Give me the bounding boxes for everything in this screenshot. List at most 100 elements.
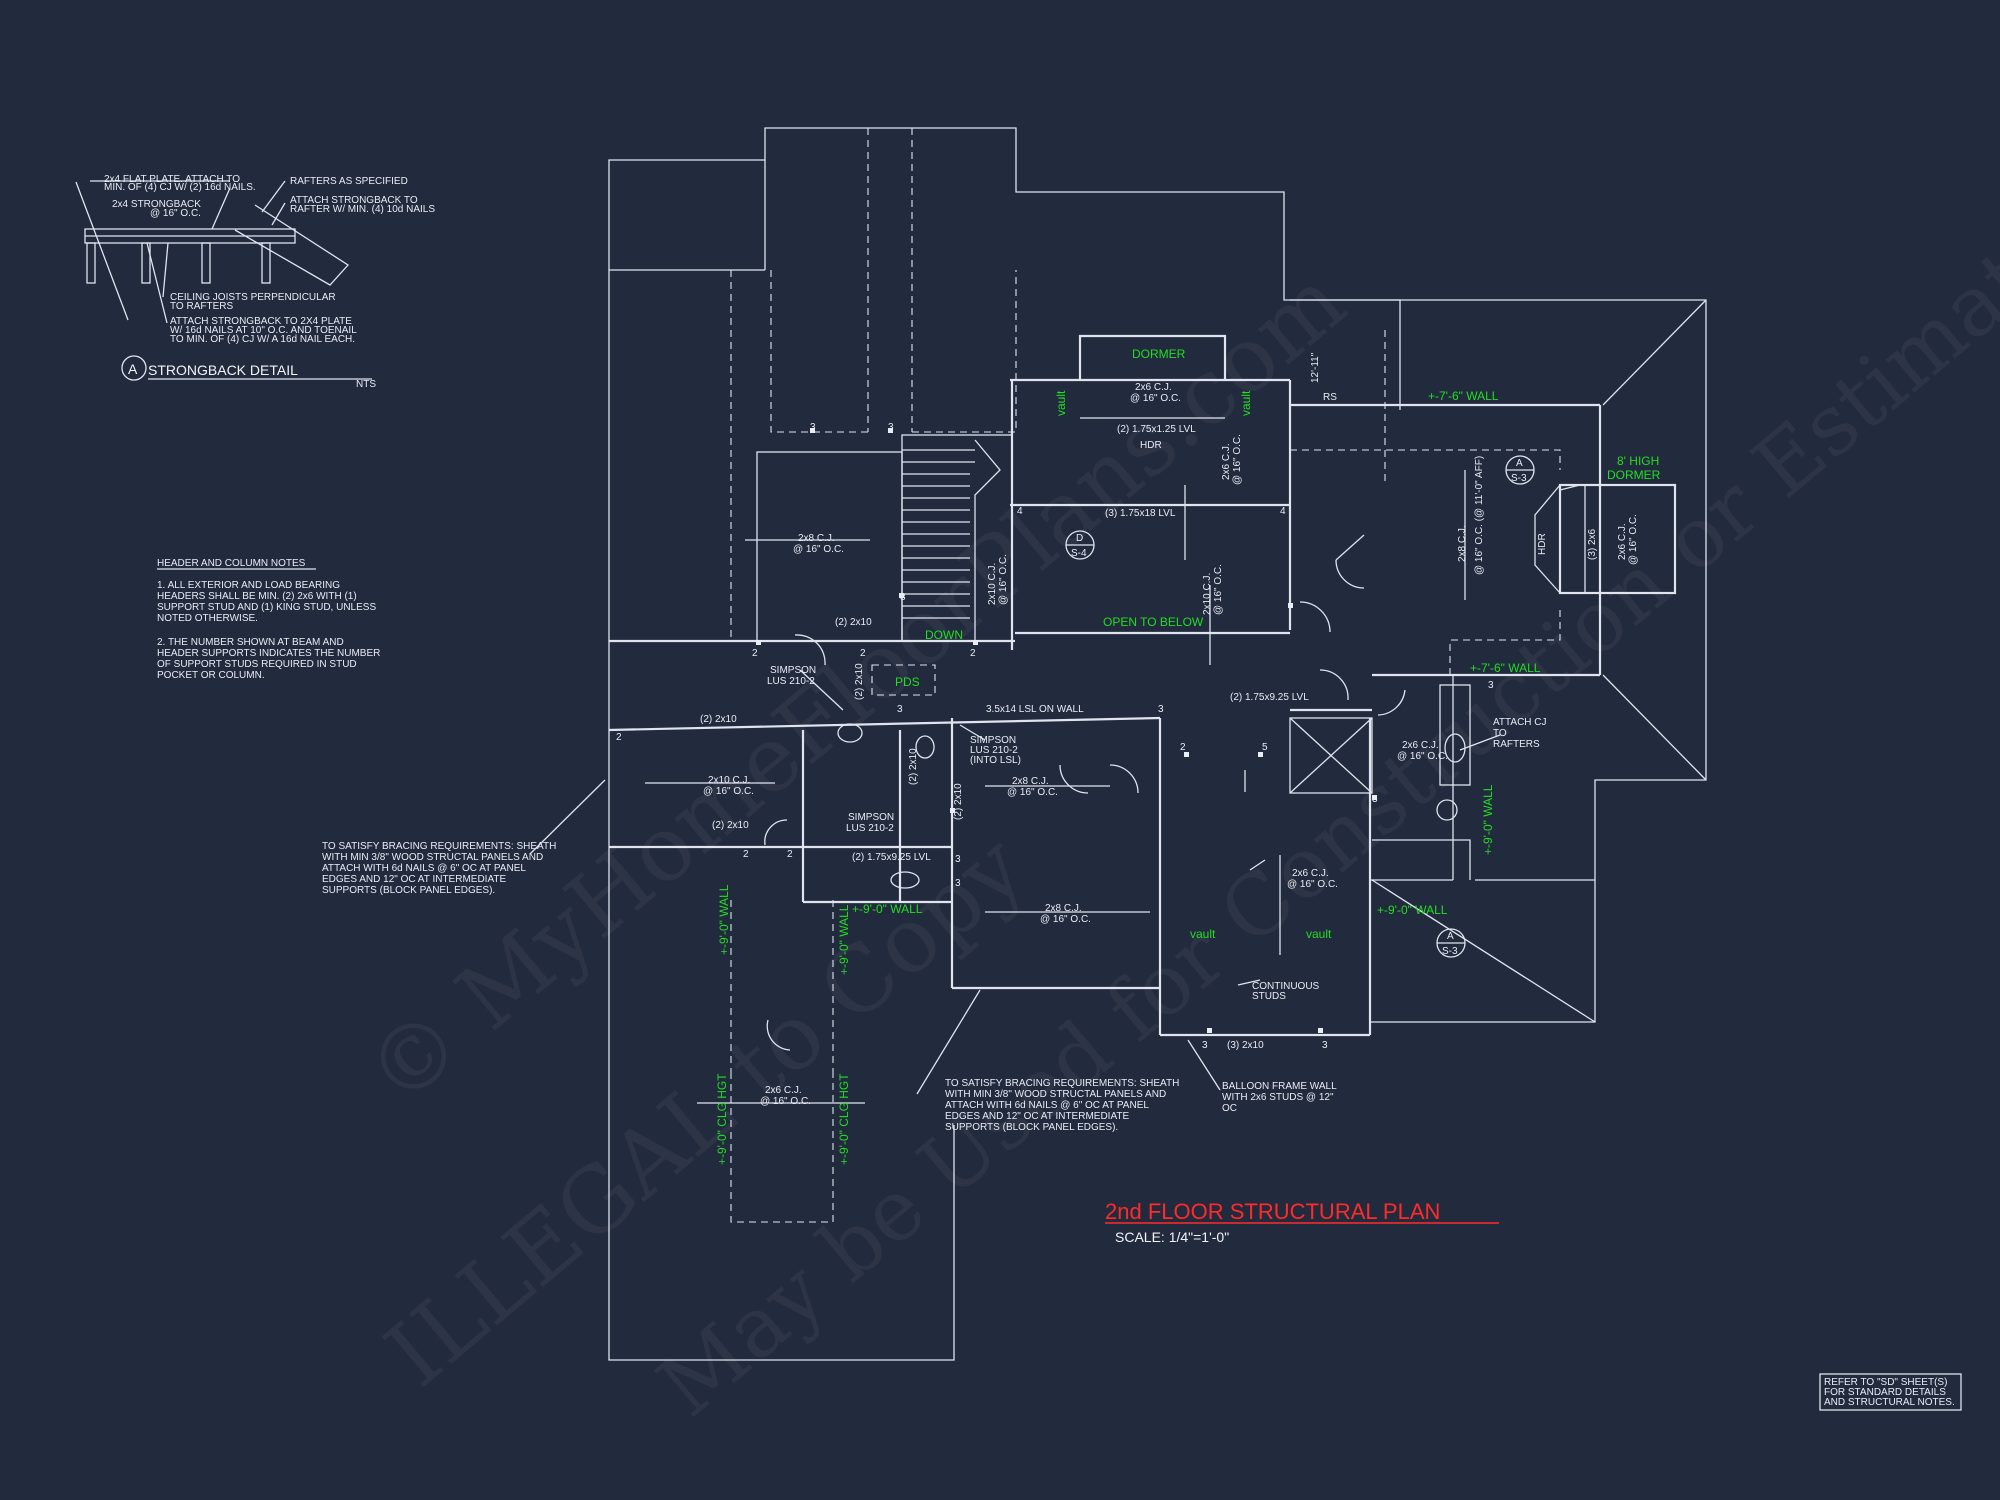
label-wall-90-right: +-9'-0" WALL	[1377, 903, 1448, 917]
header-note1-line3: SUPPORT STUD AND (1) KING STUD, UNLESS	[157, 602, 376, 613]
hdr-2x10-top: (2) 2x10	[835, 617, 872, 628]
detail-title: STRONGBACK DETAIL	[148, 362, 298, 378]
bracing-center-1: TO SATISFY BRACING REQUIREMENTS: SHEATH	[945, 1078, 1179, 1089]
refer-note-3: AND STRUCTURAL NOTES.	[1824, 1397, 1955, 1408]
cj-oc-vertical: @ 16" O.C.	[1232, 434, 1243, 485]
cj-2x8-left-room: 2x8 C.J.	[798, 533, 835, 544]
hdr-3-2x6: (3) 2x6	[1587, 528, 1598, 560]
bracing-left-2: WITH MIN 3/8" WOOD STRUCTAL PANELS AND	[322, 852, 543, 863]
header-note1-line4: NOTED OTHERWISE.	[157, 613, 258, 624]
cj-2x8-lower: 2x8 C.J.	[1045, 903, 1082, 914]
cj-oc-lower-left: @ 16" O.C.	[760, 1096, 811, 1107]
dim-12-11: 12'-11"	[1310, 352, 1321, 383]
lsl-on-wall: 3.5x14 LSL ON WALL	[986, 704, 1084, 715]
cj-oc-dormer-right: @ 16" O.C.	[1628, 514, 1639, 565]
section-d-sheet: S-4	[1071, 548, 1087, 559]
section-a1-sheet: S-3	[1511, 473, 1527, 484]
refer-note-1: REFER TO "SD" SHEET(S)	[1824, 1377, 1947, 1388]
label-wall-90-vertical-center: +-9'-0" WALL	[837, 904, 851, 975]
attach-cj-2: TO	[1493, 728, 1507, 739]
detail-marker-circle	[121, 355, 147, 381]
section-a2-sheet: S-3	[1442, 946, 1458, 957]
balloon-frame-3: OC	[1222, 1103, 1237, 1114]
cj-oc-center: @ 16" O.C.	[1007, 787, 1058, 798]
label-wall-76-top: +-7'-6" WALL	[1428, 389, 1499, 403]
bracing-left-3: ATTACH WITH 6d NAILS @ 6" OC AT PANEL	[322, 863, 526, 874]
strongback-note-plate-c: TO MIN. OF (4) CJ W/ A 16d NAIL EACH.	[170, 334, 355, 345]
cj-2x10-stair: 2x10 C.J.	[987, 563, 998, 605]
section-a2-letter: A	[1447, 931, 1454, 942]
hdr-2x10-vertical-3: (2) 2x10	[953, 783, 964, 820]
balloon-frame-1: BALLOON FRAME WALL	[1222, 1081, 1337, 1092]
continuous-studs-2: STUDS	[1252, 991, 1286, 1002]
cj-oc-lower: @ 16" O.C.	[1040, 914, 1091, 925]
bath-fixtures	[837, 684, 1471, 889]
strongback-note-cj-1: CEILING JOISTS PERPENDICULAR	[170, 292, 336, 303]
header-note2-line3: OF SUPPORT STUDS REQUIRED IN STUD	[157, 659, 357, 670]
strongback-note-plate-a: ATTACH STRONGBACK TO 2X4 PLATE	[170, 316, 352, 327]
green-labels: DORMER vault vault +-7'-6" WALL +-7'-6" …	[715, 347, 1661, 1165]
header-note2-line1: 2. THE NUMBER SHOWN AT BEAM AND	[157, 637, 344, 648]
simpson-b-1: SIMPSON	[848, 812, 894, 823]
cj-oc-stair: @ 16" O.C.	[998, 554, 1009, 605]
cj-2x6-dormer-right: 2x6 C.J.	[1617, 523, 1628, 560]
strongback-note-rafters: RAFTERS AS SPECIFIED	[290, 176, 408, 187]
cj-oc-bed: @ 16" O.C.	[1287, 879, 1338, 890]
header-note2-line4: POCKET OR COLUMN.	[157, 670, 265, 681]
label-vault-left: vault	[1054, 390, 1068, 416]
strongback-note-sb-2: @ 16" O.C.	[150, 208, 201, 219]
label-dormer: DORMER	[1132, 347, 1186, 361]
svg-text:TO SATISFY BRACING REQUIREMENT: TO SATISFY BRACING REQUIREMENTS: SHEATH …	[945, 1078, 1182, 1133]
detail-marker: A	[128, 361, 138, 377]
hdr-right-dormer: HDR	[1537, 533, 1548, 555]
section-a1-letter: A	[1516, 458, 1523, 469]
label-vault-right: vault	[1239, 390, 1253, 416]
detail-nts: NTS	[356, 379, 376, 390]
refer-note-2: FOR STANDARD DETAILS	[1824, 1387, 1946, 1398]
simpson-lsl-3: (INTO LSL)	[970, 755, 1021, 766]
cj-2x8-center: 2x8 C.J.	[1012, 776, 1049, 787]
plan-scale: SCALE: 1/4"=1'-0"	[1115, 1229, 1229, 1245]
attach-cj-1: ATTACH CJ	[1493, 717, 1547, 728]
label-open-to-below: OPEN TO BELOW	[1103, 615, 1204, 629]
hdr-2x10-lower: (2) 2x10	[712, 820, 749, 831]
cj-oc-hall: @ 16" O.C.	[703, 786, 754, 797]
section-d-letter: D	[1076, 533, 1083, 544]
label-wall-90-center: +-9'-0" WALL	[852, 902, 923, 916]
section-markers	[1065, 455, 1535, 958]
hdr-dormer: HDR	[1140, 440, 1162, 451]
bracing-center-2: WITH MIN 3/8" WOOD STRUCTAL PANELS AND	[945, 1089, 1166, 1100]
label-wall-90-vertical-left: +-9'-0" WALL	[717, 884, 731, 955]
bracing-center-3: ATTACH WITH 6d NAILS @ 6" OC AT PANEL	[945, 1100, 1149, 1111]
cj-oc-aff: @ 16" O.C. (@ 11'-0" AFF)	[1474, 456, 1485, 575]
strongback-note-sb-1: 2x4 STRONGBACK	[112, 199, 201, 210]
simpson-a-2: LUS 210-2	[767, 676, 815, 687]
simpson-lsl-2: LUS 210-2	[970, 745, 1018, 756]
label-wall-76-bottom: +-7'-6" WALL	[1470, 661, 1541, 675]
bracing-left-1: TO SATISFY BRACING REQUIREMENTS: SHEATH	[322, 841, 556, 852]
cj-2x10-hall: 2x10 C.J.	[708, 775, 750, 786]
strongback-note-plate-b: W/ 16d NAILS AT 10" O.C. AND TOENAIL	[170, 325, 357, 336]
cj-oc-bath: @ 16" O.C.	[1397, 751, 1448, 762]
cj-2x6-bed: 2x6 C.J.	[1292, 868, 1329, 879]
label-pds: PDS	[895, 675, 920, 689]
label-rs: RS	[1323, 392, 1337, 403]
svg-text:1. ALL EXTERIOR AND LOAD BEARI: 1. ALL EXTERIOR AND LOAD BEARING HEADERS…	[157, 580, 383, 681]
cj-2x6-lower-left: 2x6 C.J.	[765, 1085, 802, 1096]
cj-2x8-right: 2x8 C.J.	[1457, 525, 1468, 562]
label-clg-hgt-right: +-9'-0" CLG HGT	[837, 1073, 851, 1165]
lvl-18: (3) 1.75x18 LVL	[1105, 508, 1176, 519]
header-notes-title: HEADER AND COLUMN NOTES	[157, 558, 306, 569]
header-column-notes: HEADER AND COLUMN NOTES 1. ALL EXTERIOR …	[157, 558, 383, 681]
simpson-a-1: SIMPSON	[770, 665, 816, 676]
hdr-2x10-hall: (2) 2x10	[700, 714, 737, 725]
cj-oc-left-room: @ 16" O.C.	[793, 544, 844, 555]
